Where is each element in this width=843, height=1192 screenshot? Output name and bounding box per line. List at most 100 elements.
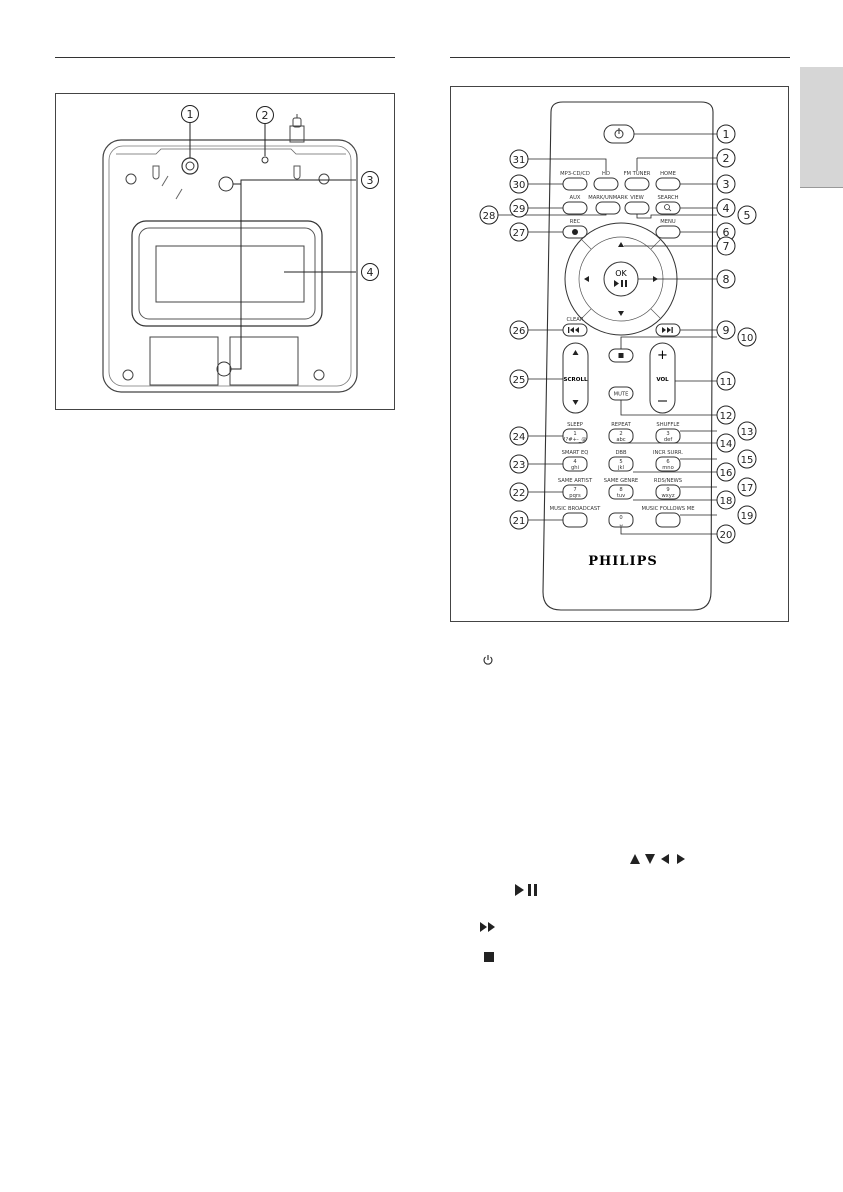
svg-text:HD: HD: [602, 171, 610, 177]
remote-body: [542, 101, 714, 611]
remote-callout-27: 27: [509, 222, 529, 242]
search-icon: [664, 204, 670, 210]
remote-callout-30: 30: [509, 174, 529, 194]
svg-text:2: 2: [619, 431, 622, 437]
svg-text:24: 24: [513, 432, 526, 443]
svg-text:SAME GENRE: SAME GENRE: [604, 478, 638, 484]
hd-button[interactable]: HD: [593, 171, 619, 191]
svg-text:3: 3: [367, 174, 374, 187]
unit-callout-3: 3: [361, 171, 379, 189]
svg-text:pqrs: pqrs: [569, 493, 581, 499]
remote-callout-31: 31: [509, 149, 529, 169]
svg-text:def: def: [664, 437, 672, 443]
svg-text:1: 1: [573, 431, 576, 437]
fast-forward-icon: [480, 922, 495, 932]
legend-play-pause: [514, 883, 538, 897]
remote-drawing: MP3-CD/CD HD FM TUNER HOME AUX MARK/UNMA…: [498, 101, 717, 611]
svg-text:5: 5: [619, 459, 622, 465]
screw-tr: [318, 173, 330, 185]
next-icon: [662, 327, 673, 333]
mount-hole-bottom: [216, 361, 232, 377]
svg-text:1: 1: [723, 128, 730, 141]
music-follows-me-button[interactable]: MUSIC FOLLOWS ME: [642, 506, 695, 528]
screw-br: [313, 369, 325, 381]
unit-back-drawing: 1 2 3 4: [102, 105, 379, 393]
svg-text:ghi: ghi: [571, 465, 579, 471]
remote-callout-24: 24: [509, 426, 529, 446]
svg-text:3: 3: [666, 431, 669, 437]
remote-callout-29: 29: [509, 198, 529, 218]
svg-text:REPEAT: REPEAT: [611, 422, 631, 428]
svg-text:MUSIC BROADCAST: MUSIC BROADCAST: [550, 506, 602, 512]
svg-text:8: 8: [619, 487, 622, 493]
language-tab: [800, 67, 843, 187]
power-icon: [483, 655, 493, 665]
screw-bl: [122, 369, 134, 381]
svg-text:10: 10: [741, 333, 754, 344]
svg-text:MP3-CD/CD: MP3-CD/CD: [560, 171, 590, 177]
remote-callout-25: 25: [509, 369, 529, 389]
left-arrow-icon[interactable]: [584, 276, 589, 282]
philips-logo: PHILIPS: [588, 554, 658, 569]
play-pause-icon: [614, 280, 619, 287]
svg-text:MARK/UNMARK: MARK/UNMARK: [588, 195, 628, 201]
unit-figure-frame: 1 2 3 4: [55, 93, 395, 410]
remote-callout-2: 2: [716, 148, 736, 168]
svg-text:HOME: HOME: [660, 171, 676, 177]
svg-text:6: 6: [666, 459, 669, 465]
svg-text:1: 1: [187, 108, 194, 121]
svg-text:AUX: AUX: [570, 195, 581, 201]
mount-hole-top: [218, 176, 234, 192]
svg-text:26: 26: [513, 326, 526, 337]
svg-text:18: 18: [720, 496, 733, 507]
svg-text:14: 14: [720, 439, 733, 450]
svg-text:SMART EQ: SMART EQ: [562, 450, 589, 456]
unit-callout-1: 1: [181, 105, 199, 123]
svg-text:OK: OK: [615, 269, 627, 278]
reset-hole: [261, 156, 269, 164]
svg-text:CLEAR: CLEAR: [567, 317, 584, 323]
svg-text:25: 25: [513, 375, 526, 386]
unit-callout-4: 4: [361, 263, 379, 281]
svg-text:!?#+-_@: !?#+-_@: [563, 437, 586, 443]
legend-arrows: [629, 853, 689, 865]
svg-text:29: 29: [513, 204, 526, 215]
remote-callout-11: 11: [716, 371, 736, 391]
scroll-rocker[interactable]: SCROLL: [562, 342, 589, 414]
play-pause-legend-icon: [515, 884, 537, 896]
svg-text:17: 17: [741, 483, 754, 494]
svg-text:15: 15: [741, 455, 754, 466]
mark-unmark-button[interactable]: MARK/UNMARK: [588, 195, 628, 215]
remote-callout-15: 15: [737, 449, 757, 469]
legend-power: [482, 654, 494, 666]
header-rule-right: [450, 57, 790, 58]
up-arrow-icon[interactable]: [618, 242, 624, 247]
remote-callout-21: 21: [509, 510, 529, 530]
svg-text:12: 12: [720, 411, 733, 422]
svg-text:11: 11: [720, 377, 733, 388]
remote-callout-13: 13: [737, 421, 757, 441]
volume-rocker[interactable]: + VOL: [649, 342, 676, 414]
svg-text:13: 13: [741, 427, 754, 438]
plus-icon: +: [657, 348, 668, 363]
down-arrow-icon[interactable]: [618, 311, 624, 316]
svg-text:INCR SURR.: INCR SURR.: [653, 450, 683, 456]
display-window-outer: [131, 220, 323, 327]
svg-text:0: 0: [619, 515, 622, 521]
svg-text:22: 22: [513, 488, 526, 499]
svg-text:SCROLL: SCROLL: [564, 377, 588, 383]
svg-text:abc: abc: [616, 437, 625, 443]
legend-stop: [484, 952, 494, 962]
svg-text:SHUFFLE: SHUFFLE: [656, 422, 679, 428]
remote-callout-3: 3: [716, 174, 736, 194]
svg-text:21: 21: [513, 516, 526, 527]
svg-text:30: 30: [513, 180, 526, 191]
svg-text:VOL: VOL: [656, 377, 669, 383]
svg-text:MENU: MENU: [660, 219, 676, 225]
fm-tuner-button[interactable]: FM TUNER: [624, 171, 651, 191]
remote-callout-1: 1: [716, 124, 736, 144]
